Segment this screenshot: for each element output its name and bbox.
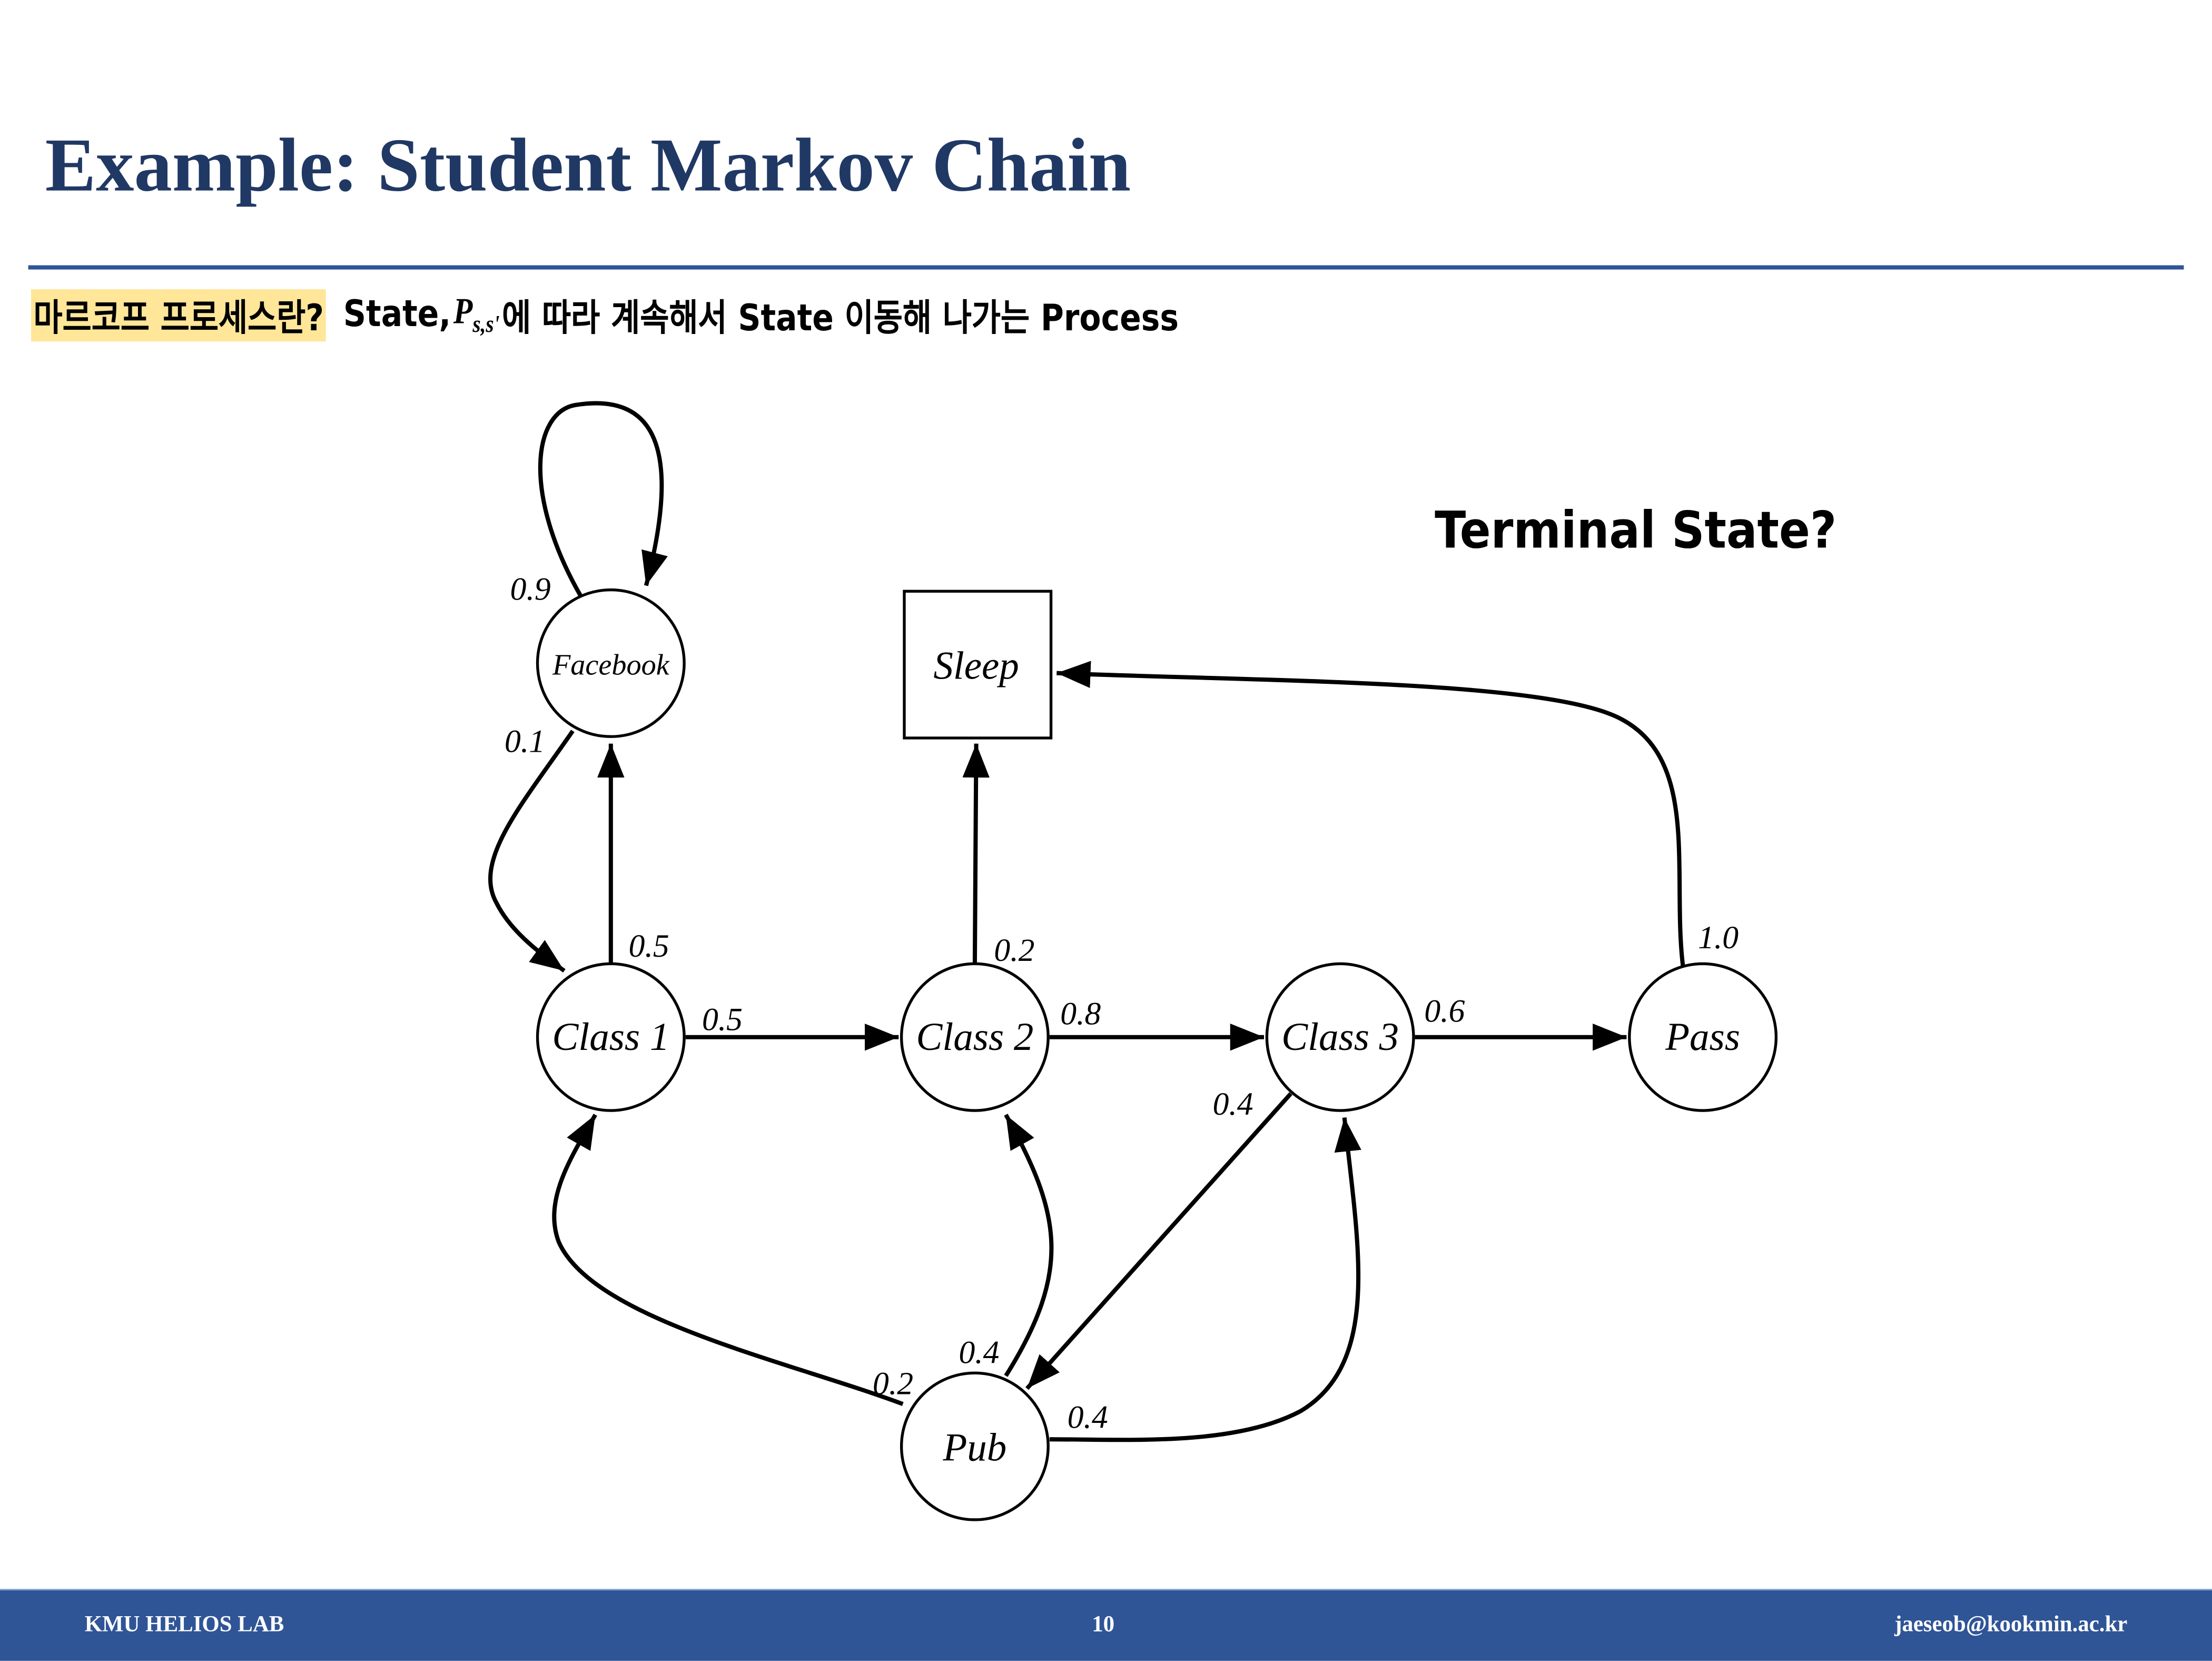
footer-lab: KMU HELIOS LAB <box>84 1613 284 1637</box>
node-pass <box>1628 962 1778 1112</box>
node-label-class2: Class 2 <box>916 1015 1033 1059</box>
node-label-pub: Pub <box>942 1426 1006 1469</box>
node-label-class3: Class 3 <box>1281 1015 1399 1059</box>
prob-class3-pub: 0.4 <box>1213 1086 1253 1122</box>
edge-pub-class2 <box>1004 1114 1054 1377</box>
symbol-subscript: s,s' <box>472 310 500 338</box>
edge-class3-pub <box>1025 1092 1292 1390</box>
node-class1 <box>536 962 686 1112</box>
prob-pub-class1: 0.2 <box>873 1365 913 1401</box>
title-divider <box>28 265 2184 270</box>
edge-pub-class1 <box>552 1114 904 1406</box>
terminal-state-annotation: Terminal State? <box>1435 502 1837 561</box>
subtitle-state: State, <box>343 293 451 336</box>
subtitle-description: 에 따라 계속해서 State 이동해 나가는 Process <box>502 297 1179 340</box>
transition-symbol: Ps,s' <box>453 291 500 339</box>
node-class2 <box>900 962 1050 1112</box>
page-title: Example: Student Markov Chain <box>45 123 1131 208</box>
prob-class3-pass: 0.6 <box>1424 993 1465 1029</box>
edge-pass-sleep <box>1056 661 1685 967</box>
prob-facebook-facebook: 0.9 <box>510 571 551 607</box>
prob-pass-sleep: 1.0 <box>1698 920 1739 956</box>
edge-class2-sleep <box>962 743 990 964</box>
prob-pub-class3: 0.4 <box>1068 1400 1108 1436</box>
prob-pub-class2: 0.4 <box>959 1335 999 1371</box>
node-facebook <box>536 588 686 738</box>
edge-facebook-class1 <box>488 730 575 973</box>
prob-class2-class3: 0.8 <box>1060 996 1101 1032</box>
prob-facebook-class1: 0.1 <box>505 724 545 760</box>
footer: KMU HELIOS LAB 10 jaeseob@kookmin.ac.kr <box>0 1589 2212 1661</box>
highlighted-question: 마르코프 프로세스란? <box>31 288 327 341</box>
footer-email: jaeseob@kookmin.ac.kr <box>1894 1613 2128 1637</box>
node-label-sleep: Sleep <box>933 644 1019 687</box>
prob-class2-sleep: 0.2 <box>994 932 1034 968</box>
node-label-class1: Class 1 <box>552 1015 669 1059</box>
node-pub <box>900 1371 1050 1521</box>
subtitle: 마르코프 프로세스란? State, Ps,s' 에 따라 계속해서 State… <box>31 287 1179 343</box>
node-label-pass: Pass <box>1665 1015 1740 1059</box>
edge-pub-class3 <box>1049 1117 1361 1442</box>
page-number: 10 <box>1092 1613 1115 1637</box>
node-label-facebook: Facebook <box>552 648 670 681</box>
prob-class1-facebook: 0.5 <box>629 928 669 964</box>
edge-facebook-facebook <box>538 401 668 598</box>
symbol-p: P <box>453 290 473 332</box>
node-class3 <box>1265 962 1415 1112</box>
prob-class1-class2: 0.5 <box>702 1001 743 1037</box>
node-sleep <box>903 589 1053 740</box>
